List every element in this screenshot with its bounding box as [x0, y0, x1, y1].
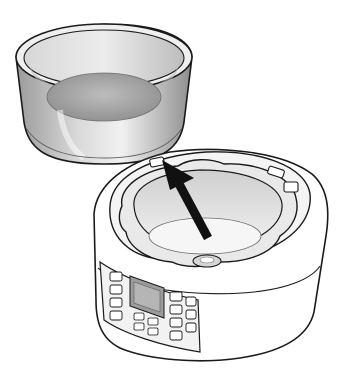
inner-pot-icon [16, 24, 192, 164]
panel-button[interactable] [134, 323, 144, 330]
panel-button[interactable] [186, 310, 196, 319]
panel-button[interactable] [170, 292, 182, 301]
panel-button[interactable] [170, 318, 182, 327]
panel-button[interactable] [170, 331, 182, 340]
panel-button[interactable] [148, 318, 158, 325]
panel-button[interactable] [148, 328, 158, 335]
panel-button[interactable] [170, 305, 182, 314]
panel-button[interactable] [134, 313, 144, 320]
panel-button[interactable] [110, 285, 122, 294]
panel-button[interactable] [186, 323, 196, 332]
inner-pot-bottom [47, 73, 161, 121]
panel-button[interactable] [110, 298, 122, 307]
panel-button[interactable] [186, 297, 196, 306]
panel-button[interactable] [110, 272, 122, 281]
panel-button[interactable] [110, 311, 122, 320]
